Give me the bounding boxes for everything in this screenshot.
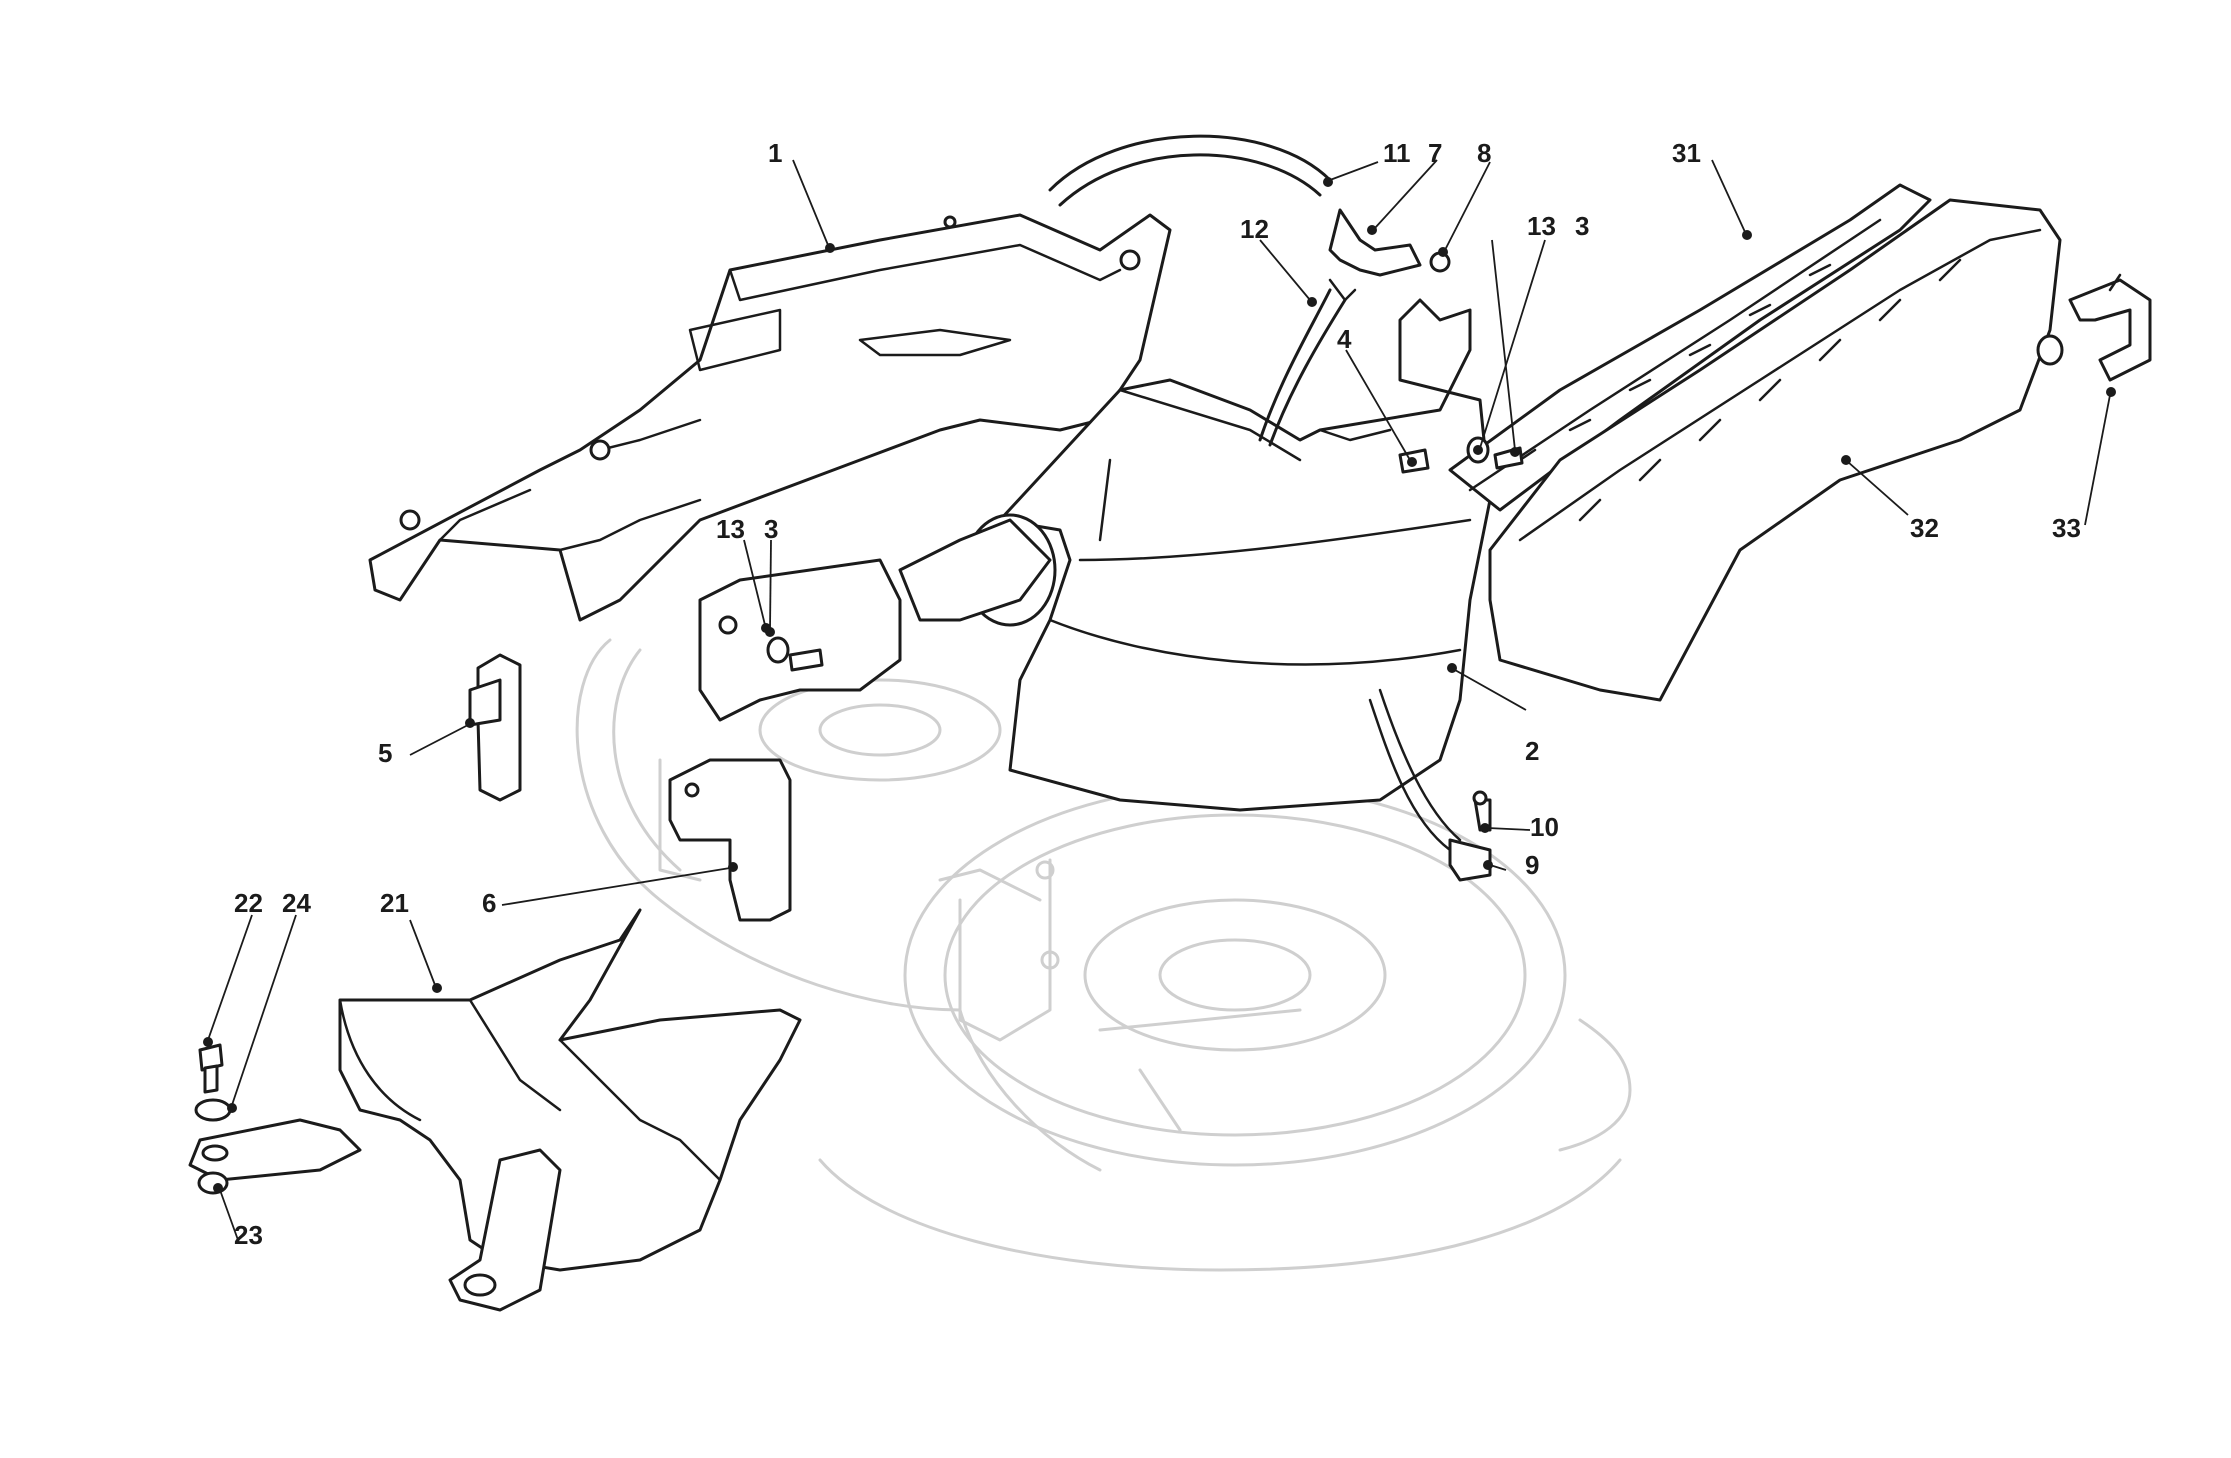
callout-2: 2 — [1525, 736, 1539, 766]
callout-labels: 1 2 3 3 4 5 6 7 8 9 10 11 12 13 13 21 22… — [234, 138, 2081, 1250]
callout-21: 21 — [380, 888, 409, 918]
part-5-bracket — [468, 653, 522, 802]
callout-10: 10 — [1530, 812, 1559, 842]
callout-4: 4 — [1337, 324, 1352, 354]
callout-3-left: 3 — [764, 514, 778, 544]
part-21-front-shield — [188, 908, 802, 1312]
callout-11: 11 — [1383, 138, 1411, 168]
part-31-side-channel — [1448, 183, 1932, 512]
callout-5: 5 — [378, 738, 392, 768]
fasteners-left — [194, 1043, 232, 1195]
callout-8: 8 — [1477, 138, 1491, 168]
callout-9: 9 — [1525, 850, 1539, 880]
callout-1: 1 — [768, 138, 782, 168]
hose-and-fittings — [1048, 134, 1492, 882]
callout-22: 22 — [234, 888, 263, 918]
callout-13-right: 13 — [1527, 211, 1556, 241]
callout-6: 6 — [482, 888, 496, 918]
callout-13-left: 13 — [716, 514, 745, 544]
part-32-rear-channel — [1488, 198, 2064, 702]
callout-23: 23 — [234, 1220, 263, 1250]
part-2-chute-housing — [898, 298, 1492, 812]
callout-3-right: 3 — [1575, 211, 1589, 241]
bracket-lower-left — [698, 558, 902, 722]
leader-lines — [203, 159, 2116, 1241]
part-6-bracket — [668, 758, 792, 922]
callout-7: 7 — [1428, 138, 1442, 168]
callout-12: 12 — [1240, 214, 1269, 244]
callout-33: 33 — [2052, 513, 2081, 543]
part-1-upper-frame — [368, 213, 1172, 622]
callout-31: 31 — [1672, 138, 1701, 168]
callout-24: 24 — [282, 888, 311, 918]
part-33-clip — [2068, 273, 2152, 382]
callout-32: 32 — [1910, 513, 1939, 543]
